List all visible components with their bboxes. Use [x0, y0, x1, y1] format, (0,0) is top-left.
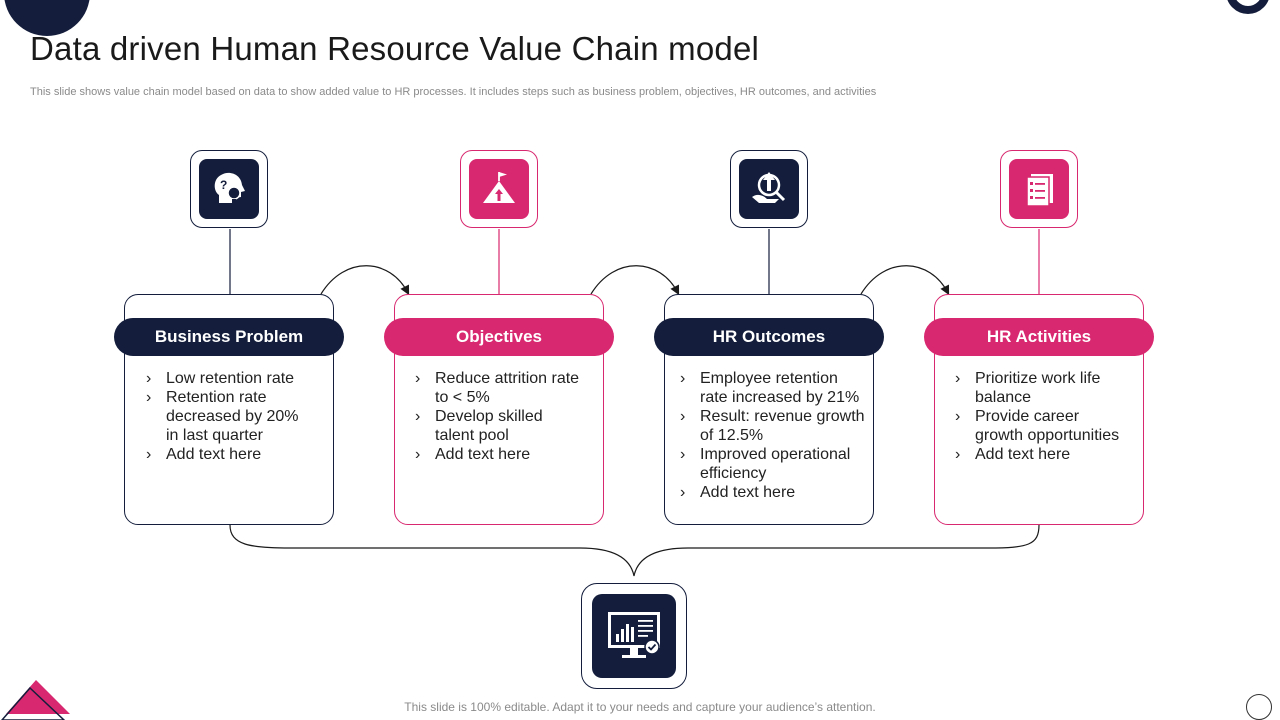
slide-title: Data driven Human Resource Value Chain m… — [30, 30, 760, 67]
hr-outcomes-list: Employee retention rate increased by 21%… — [680, 369, 865, 502]
business-problem-icon-frame: ? — [190, 150, 268, 228]
list-item: Result: revenue growth of 12.5% — [680, 407, 865, 445]
list-item: Reduce attrition rate to < 5% — [415, 369, 585, 407]
list-item: Improved operational efficiency — [680, 445, 865, 483]
slide-subtitle: This slide shows value chain model based… — [30, 86, 877, 98]
mountain-flag-icon — [469, 159, 529, 219]
svg-text:?: ? — [220, 178, 227, 192]
objectives-icon-frame — [460, 150, 538, 228]
hr-activities-heading: HR Activities — [924, 318, 1154, 356]
hr-activities-list: Prioritize work life balance Provide car… — [955, 369, 1130, 464]
objectives-heading: Objectives — [384, 318, 614, 356]
hand-growth-icon — [739, 159, 799, 219]
list-item: Retention rate decreased by 20% in last … — [146, 388, 311, 445]
list-item: Provide career growth opportunities — [955, 407, 1130, 445]
triangle-decoration — [1, 680, 70, 720]
hr-outcomes-heading: HR Outcomes — [654, 318, 884, 356]
objectives-list: Reduce attrition rate to < 5% Develop sk… — [415, 369, 585, 464]
bottom-icon-frame — [581, 583, 687, 689]
list-item: Develop skilled talent pool — [415, 407, 585, 445]
hr-activities-icon-frame — [1000, 150, 1078, 228]
list-item: Prioritize work life balance — [955, 369, 1130, 407]
list-item: Add text here — [146, 445, 311, 464]
list-item: Add text here — [415, 445, 585, 464]
list-item: Add text here — [955, 445, 1130, 464]
idea-head-icon: ? — [199, 159, 259, 219]
business-problem-list: Low retention rate Retention rate decrea… — [146, 369, 311, 464]
checklist-icon — [1009, 159, 1069, 219]
monitor-chart-icon — [592, 594, 676, 678]
list-item: Add text here — [680, 483, 865, 502]
list-item: Low retention rate — [146, 369, 311, 388]
hr-outcomes-icon-frame — [730, 150, 808, 228]
slide-footer: This slide is 100% editable. Adapt it to… — [404, 700, 876, 714]
list-item: Employee retention rate increased by 21% — [680, 369, 865, 407]
business-problem-heading: Business Problem — [114, 318, 344, 356]
